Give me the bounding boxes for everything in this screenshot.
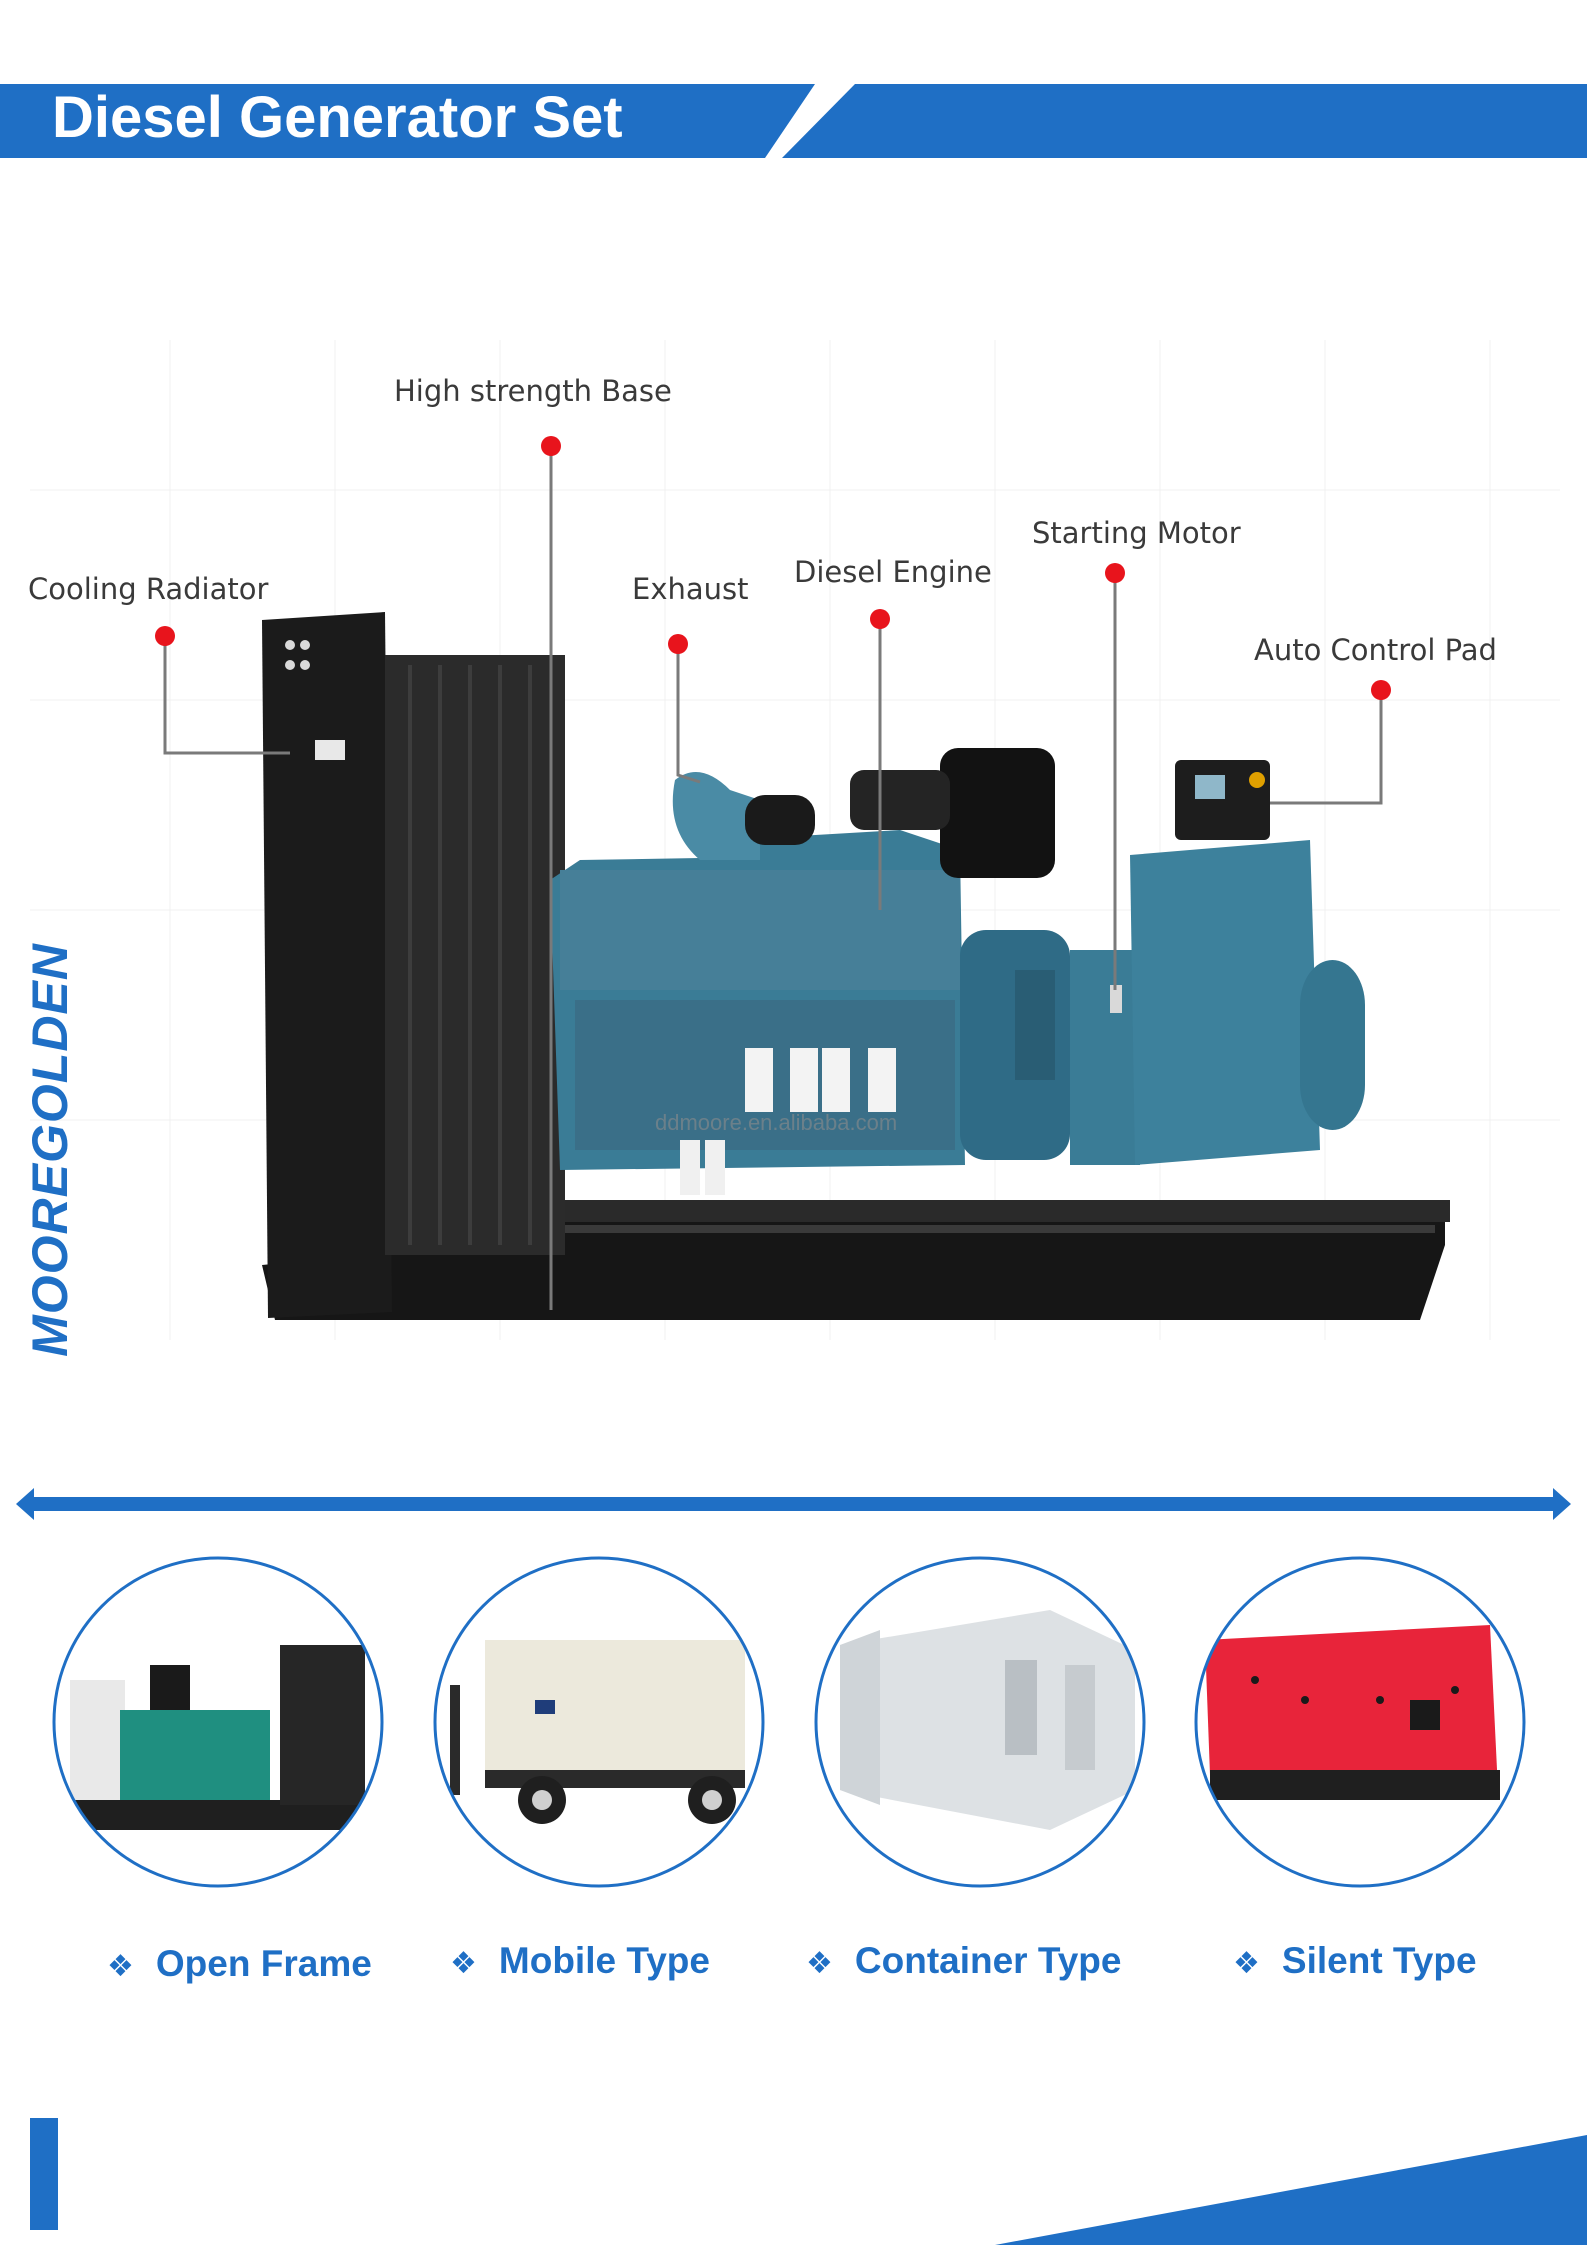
diesel-engine-body [550, 748, 1055, 1195]
diamond-bullet-icon: ❖ [450, 1946, 477, 1981]
alternator-body [960, 760, 1381, 1165]
thumb-mobile-type [433, 1556, 765, 1888]
header-banner [0, 84, 1587, 158]
thumb-open-frame [52, 1556, 384, 1888]
callout-auto-control-pad: Auto Control Pad [1254, 633, 1497, 667]
callout-starting-motor: Starting Motor [1032, 516, 1241, 550]
type-thumbnails [52, 1556, 1526, 1888]
type-label-open-frame: ❖ Open Frame [107, 1943, 372, 1985]
generator-diagram: ddmoore.en.alibaba.com [30, 340, 1560, 1340]
callout-marker-auto-control-pad [1371, 680, 1391, 700]
diamond-bullet-icon: ❖ [1233, 1946, 1260, 1981]
type-label-text: Open Frame [155, 1943, 372, 1984]
type-label-text: Silent Type [1281, 1940, 1477, 1981]
callout-marker-high-strength-base [541, 436, 561, 456]
callout-marker-diesel-engine [870, 609, 890, 629]
callout-markers [155, 436, 1391, 700]
thumb-container-type [814, 1556, 1146, 1888]
type-label-silent-type: ❖ Silent Type [1233, 1940, 1477, 1982]
brand-logo: MOOREGOLDEN [22, 943, 78, 1357]
callout-lines [163, 446, 1383, 1310]
watermark-text: ddmoore.en.alibaba.com [655, 1110, 897, 1135]
callout-marker-cooling-radiator [155, 626, 175, 646]
diamond-bullet-icon: ❖ [107, 1949, 134, 1984]
callout-high-strength-base: High strength Base [394, 374, 672, 408]
type-label-text: Container Type [854, 1940, 1122, 1981]
page-title: Diesel Generator Set [52, 85, 623, 150]
callout-marker-exhaust [668, 634, 688, 654]
cooling-radiator-body [262, 612, 565, 1318]
divider-arrow [16, 1488, 1571, 1520]
callout-exhaust: Exhaust [632, 572, 749, 606]
callout-cooling-radiator: Cooling Radiator [28, 572, 269, 606]
type-label-container-type: ❖ Container Type [806, 1940, 1121, 1982]
callout-marker-starting-motor [1105, 563, 1125, 583]
thumb-silent-type [1194, 1556, 1526, 1888]
type-label-text: Mobile Type [498, 1940, 710, 1981]
footer-decoration [30, 2118, 1587, 2245]
type-label-mobile-type: ❖ Mobile Type [450, 1940, 710, 1982]
callout-diesel-engine: Diesel Engine [794, 555, 992, 589]
diamond-bullet-icon: ❖ [806, 1946, 833, 1981]
